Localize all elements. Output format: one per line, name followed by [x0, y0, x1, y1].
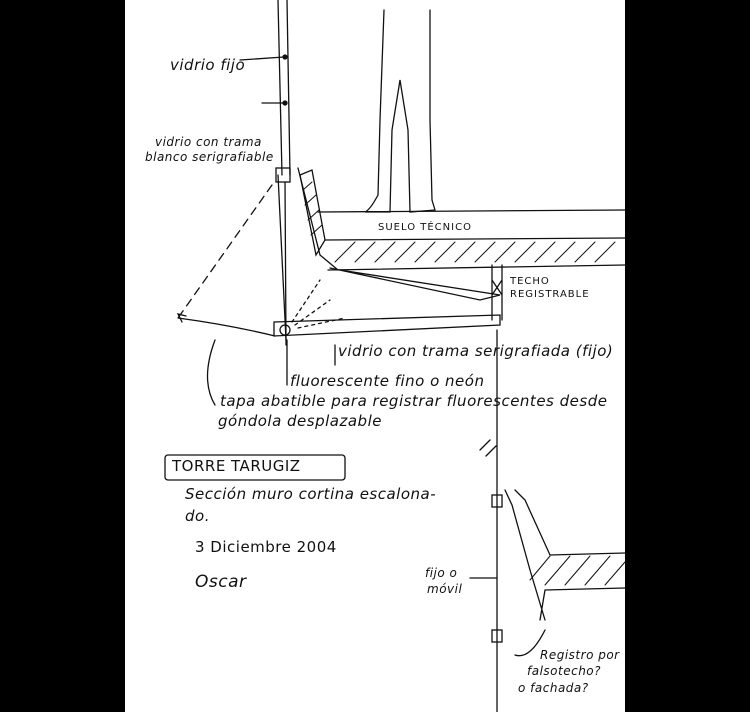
- label-fachada: o fachada?: [518, 681, 589, 695]
- label-tapa: tapa abatible para registrar fluorescent…: [220, 392, 608, 410]
- label-vidrio-trama: vidrio con trama: [155, 135, 262, 149]
- section-description-2: do.: [185, 507, 210, 525]
- lower-detail: [469, 329, 626, 712]
- label-falsotecho: falsotecho?: [527, 664, 602, 678]
- label-vidrio-trama-2: blanco serigrafiable: [145, 150, 274, 164]
- label-vidrio-fijo: vidrio fijo: [170, 56, 246, 74]
- curtain-wall-mullion: [275, 0, 291, 341]
- leader-lines: [206, 56, 336, 406]
- label-registro: Registro por: [540, 648, 620, 662]
- soffit-panel: [176, 181, 501, 346]
- label-vidrio-serigrafiada: vidrio con trama serigrafiada (fijo): [338, 342, 614, 360]
- person-figure: [364, 9, 436, 213]
- project-title: TORRE TARUGIZ: [172, 457, 301, 475]
- label-registrable: REGISTRABLE: [510, 289, 590, 300]
- label-fluorescente: fluorescente fino o neón: [290, 372, 485, 390]
- label-fijo-o: fijo o: [425, 566, 458, 580]
- signature: Oscar: [195, 572, 247, 592]
- floor-slab: [297, 167, 626, 321]
- title-box: [164, 454, 346, 481]
- label-movil: móvil: [427, 582, 463, 596]
- date: 3 Diciembre 2004: [195, 538, 337, 556]
- paper-sheet: [125, 0, 625, 712]
- label-techo: TECHO: [510, 276, 550, 287]
- label-suelo-tecnico: SUELO TÉCNICO: [378, 222, 472, 233]
- section-description: Sección muro cortina escalona-: [185, 485, 437, 503]
- label-tapa-2: góndola desplazable: [218, 412, 382, 430]
